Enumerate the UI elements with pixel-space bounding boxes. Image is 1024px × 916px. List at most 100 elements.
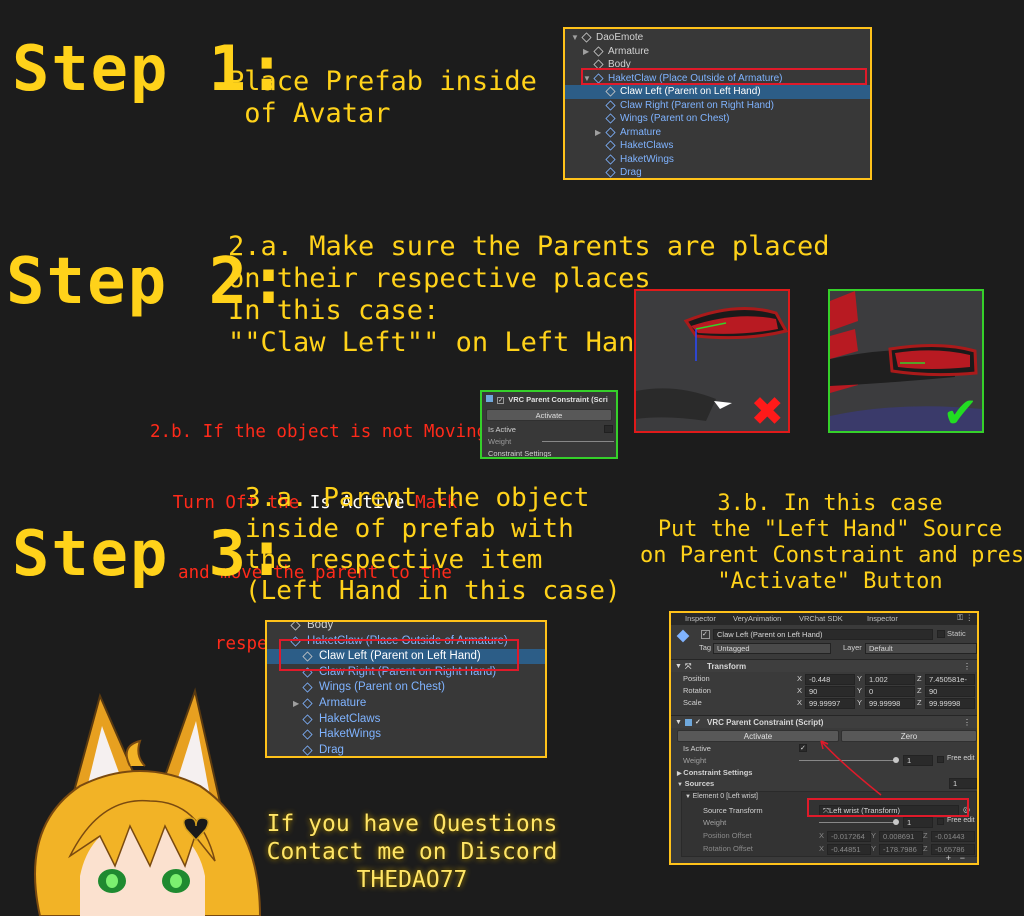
component-menu-icon-2[interactable]: ⋮ bbox=[963, 718, 971, 727]
menu-icon[interactable]: ⋮ bbox=[965, 613, 974, 622]
hierarchy-row[interactable]: ▼DaoEmote bbox=[565, 31, 870, 45]
step2-label: Step 2: bbox=[6, 245, 290, 319]
is-active-inline: Is Active bbox=[309, 492, 405, 513]
hierarchy-row[interactable]: HaketWings bbox=[565, 153, 870, 167]
sources-label[interactable]: ▼ Sources bbox=[677, 779, 715, 788]
expand-down-icon[interactable]: ▼ bbox=[571, 33, 579, 42]
expand-right-icon[interactable]: ▶ bbox=[293, 699, 300, 708]
transform-value-field[interactable]: 0 bbox=[865, 686, 915, 697]
mini-checkbox-icon[interactable]: ✓ bbox=[497, 397, 505, 404]
hierarchy-row-label: Claw Right (Parent on Right Hand) bbox=[319, 665, 497, 678]
step3-text: 3.a. Parent the object inside of prefab … bbox=[245, 483, 621, 606]
tag-dropdown[interactable]: Untagged bbox=[713, 643, 831, 654]
tab-inspector-2[interactable]: Inspector bbox=[867, 614, 898, 623]
transform-value-field[interactable]: 7.450581e- bbox=[925, 674, 975, 685]
element-weight-field[interactable]: 1 bbox=[903, 817, 933, 828]
add-source-icon[interactable]: + bbox=[945, 853, 951, 863]
hierarchy-row[interactable]: Drag bbox=[565, 166, 870, 178]
mini-weight-slider[interactable] bbox=[542, 441, 614, 442]
expand-down-icon[interactable]: ▼ bbox=[583, 73, 591, 83]
hierarchy-row[interactable]: Claw Left (Parent on Left Hand) bbox=[267, 649, 545, 665]
free-edit-checkbox[interactable] bbox=[937, 756, 944, 763]
hierarchy-row[interactable]: Wings (Parent on Chest) bbox=[267, 680, 545, 695]
static-checkbox[interactable] bbox=[937, 630, 945, 638]
hierarchy-row[interactable]: HaketWings bbox=[267, 727, 545, 742]
axis-label: X bbox=[797, 686, 803, 695]
activate-button[interactable]: Activate bbox=[677, 730, 839, 742]
axis-label: Z bbox=[917, 698, 922, 707]
offset-value-field[interactable]: 0.008691 bbox=[879, 831, 923, 842]
hierarchy-row[interactable]: Claw Right (Parent on Right Hand) bbox=[267, 665, 545, 680]
hierarchy-row[interactable]: HaketClaws bbox=[565, 139, 870, 153]
active-checkbox[interactable]: ✓ bbox=[701, 630, 710, 639]
constraint-checkbox[interactable]: ✓ bbox=[695, 719, 701, 726]
transform-value-field[interactable]: 99.99998 bbox=[865, 698, 915, 709]
axis-label: Z bbox=[917, 686, 922, 695]
gameobject-cube-icon bbox=[605, 167, 616, 178]
remove-source-icon[interactable]: − bbox=[959, 853, 965, 863]
element-weight-slider[interactable] bbox=[819, 822, 895, 823]
constraint-settings-label[interactable]: ▶ Constraint Settings bbox=[677, 768, 753, 777]
tab-inspector[interactable]: Inspector bbox=[685, 614, 716, 623]
transform-value-field[interactable]: 99.99998 bbox=[925, 698, 975, 709]
mini-activate-button[interactable]: Activate bbox=[486, 409, 612, 421]
sources-count-field[interactable]: 1 bbox=[949, 778, 977, 789]
weight-value-field[interactable]: 1 bbox=[903, 755, 933, 766]
hierarchy-row[interactable]: ▶Armature bbox=[565, 126, 870, 140]
gameobject-cube-icon bbox=[302, 682, 313, 693]
hierarchy-row[interactable]: Body bbox=[267, 622, 545, 633]
hierarchy-row-label: HaketClaws bbox=[620, 140, 674, 151]
step2-text: 2.a. Make sure the Parents are placed on… bbox=[228, 231, 830, 358]
hierarchy-row[interactable]: Claw Left (Parent on Left Hand) bbox=[565, 85, 870, 99]
hierarchy-row-label: Claw Left (Parent on Left Hand) bbox=[620, 86, 761, 97]
element-free-edit-checkbox[interactable] bbox=[937, 818, 944, 825]
lock-icon[interactable]: ⚿ bbox=[957, 613, 963, 622]
element-weight-handle[interactable] bbox=[893, 819, 899, 825]
gameobject-cube-icon bbox=[302, 745, 313, 756]
hierarchy-row[interactable]: Drag bbox=[267, 743, 545, 756]
mini-is-active-checkbox[interactable] bbox=[604, 425, 613, 433]
static-label: Static bbox=[947, 629, 966, 638]
tab-vrchat-sdk[interactable]: VRChat SDK bbox=[799, 614, 843, 623]
hierarchy-row[interactable]: ▶Armature bbox=[565, 45, 870, 59]
hierarchy-row[interactable]: HaketClaws bbox=[267, 712, 545, 727]
hierarchy-row[interactable]: Wings (Parent on Chest) bbox=[565, 112, 870, 126]
axis-label: X bbox=[819, 844, 825, 853]
transform-section-header[interactable]: ▼ ⤧ Transform ⋮ bbox=[671, 659, 977, 672]
expand-right-icon[interactable]: ▶ bbox=[583, 46, 590, 56]
offset-value-field[interactable]: -0.44851 bbox=[827, 844, 871, 855]
object-name-field[interactable]: Claw Left (Parent on Left Hand) bbox=[713, 629, 933, 640]
zero-button[interactable]: Zero bbox=[841, 730, 977, 742]
is-active-checkbox[interactable]: ✓ bbox=[799, 744, 807, 752]
element-label[interactable]: ▼ Element 0 [Left wrist] bbox=[685, 793, 758, 800]
gameobject-cube-icon bbox=[593, 45, 604, 57]
constraint-section-header[interactable]: ▼ ✓ VRC Parent Constraint (Script) ⋮ bbox=[671, 715, 977, 728]
axis-label: Z bbox=[917, 674, 922, 683]
hierarchy-row[interactable]: Claw Right (Parent on Right Hand) bbox=[565, 99, 870, 113]
component-menu-icon[interactable]: ⋮ bbox=[963, 662, 971, 671]
weight-slider-handle[interactable] bbox=[893, 757, 899, 763]
offset-value-field[interactable]: -0.65786 bbox=[931, 844, 975, 855]
hierarchy-row[interactable]: ▼HaketClaw (Place Outside of Armature) bbox=[565, 72, 870, 86]
transform-value-field[interactable]: 99.99997 bbox=[805, 698, 855, 709]
tab-veryanimation[interactable]: VeryAnimation bbox=[733, 614, 782, 623]
transform-value-field[interactable]: 90 bbox=[925, 686, 975, 697]
hierarchy-row[interactable]: ▶Armature bbox=[267, 696, 545, 711]
transform-value-field[interactable]: 1.002 bbox=[865, 674, 915, 685]
gameobject-cube-icon bbox=[605, 86, 616, 97]
expand-right-icon[interactable]: ▶ bbox=[595, 127, 602, 137]
transform-value-field[interactable]: 90 bbox=[805, 686, 855, 697]
layer-dropdown[interactable]: Default bbox=[865, 643, 977, 654]
hierarchy-row[interactable]: Body bbox=[565, 58, 870, 72]
source-highlight-box bbox=[807, 798, 969, 817]
offset-value-field[interactable]: -178.7986 bbox=[879, 844, 923, 855]
offset-value-field[interactable]: -0.01443 bbox=[931, 831, 975, 842]
foldout-arrow-icon-2[interactable]: ▼ bbox=[675, 719, 682, 726]
weight-slider[interactable] bbox=[799, 760, 895, 761]
offset-value-field[interactable]: -0.017264 bbox=[827, 831, 871, 842]
foldout-arrow-icon[interactable]: ▼ bbox=[675, 663, 682, 670]
object-picker-icon[interactable]: ◎ bbox=[963, 805, 970, 814]
note-line2c: Mark bbox=[404, 492, 458, 513]
highlight-box-3 bbox=[279, 639, 519, 671]
transform-value-field[interactable]: -0.448 bbox=[805, 674, 855, 685]
